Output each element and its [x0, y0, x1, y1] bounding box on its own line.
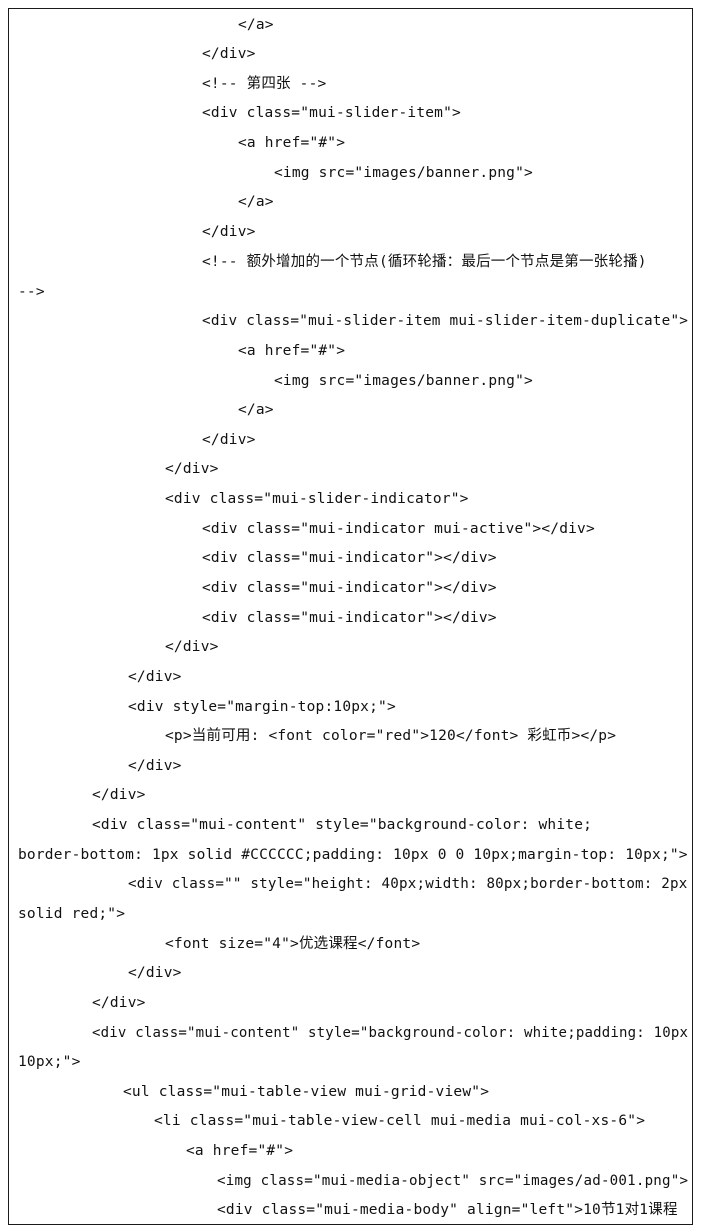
code-document: </a> </div> <!-- 第四张 --> <div class="mui… — [8, 8, 693, 1225]
code-line: --> — [18, 284, 45, 300]
code-line: <a href="#"> — [238, 343, 346, 359]
code-line: <ul class="mui-table-view mui-grid-view"… — [123, 1084, 490, 1100]
code-line: <!-- 第四张 --> — [202, 76, 327, 92]
code-line: <div class="" style="height: 40px;width:… — [128, 876, 688, 892]
code-line: <!-- 额外增加的一个节点(循环轮播：最后一个节点是第一张轮播) — [202, 254, 647, 270]
code-line: </div> — [128, 965, 182, 981]
code-line: <div class="mui-slider-item mui-slider-i… — [202, 313, 689, 329]
code-line: <img class="mui-media-object" src="image… — [217, 1173, 689, 1189]
code-line: <a href="#"> — [186, 1143, 294, 1159]
code-line: </div> — [92, 787, 146, 803]
code-line: <div class="mui-content" style="backgrou… — [92, 1025, 689, 1041]
code-line: <div class="mui-slider-item"> — [202, 105, 461, 121]
code-line: <font size="4">优选课程</font> — [165, 936, 421, 952]
code-line: <li class="mui-table-view-cell mui-media… — [154, 1113, 646, 1129]
code-line: </div> — [128, 669, 182, 685]
code-line: <div class="mui-indicator"></div> — [202, 580, 497, 596]
code-line: </a> — [238, 194, 274, 210]
code-line: <div class="mui-indicator mui-active"></… — [202, 521, 595, 537]
code-line: solid red;"> — [18, 906, 126, 922]
code-line: <div class="mui-slider-indicator"> — [165, 491, 469, 507]
code-line: </div> — [202, 46, 256, 62]
code-line: <img src="images/banner.png"> — [274, 165, 533, 181]
code-line: <div class="mui-media-body" align="left"… — [217, 1202, 678, 1218]
code-line: </div> — [92, 995, 146, 1011]
code-line: <p>当前可用: <font color="red">120</font> 彩虹… — [165, 728, 617, 744]
code-line: <img src="images/banner.png"> — [274, 373, 533, 389]
code-line: 10px;"> — [18, 1054, 81, 1070]
code-line: <div style="margin-top:10px;"> — [128, 699, 396, 715]
code-line: </div> — [165, 461, 219, 477]
code-line: </div> — [202, 224, 256, 240]
code-line: <div class="mui-indicator"></div> — [202, 610, 497, 626]
code-line: </div> — [165, 639, 219, 655]
code-line: <div class="mui-indicator"></div> — [202, 550, 497, 566]
code-line: </a> — [238, 402, 274, 418]
code-line: </a> — [238, 17, 274, 33]
code-line: <a href="#"> — [238, 135, 346, 151]
code-line: border-bottom: 1px solid #CCCCCC;padding… — [18, 847, 688, 863]
code-line: <div class="mui-content" style="backgrou… — [92, 817, 593, 833]
code-line: </div> — [202, 432, 256, 448]
code-line: </div> — [128, 758, 182, 774]
